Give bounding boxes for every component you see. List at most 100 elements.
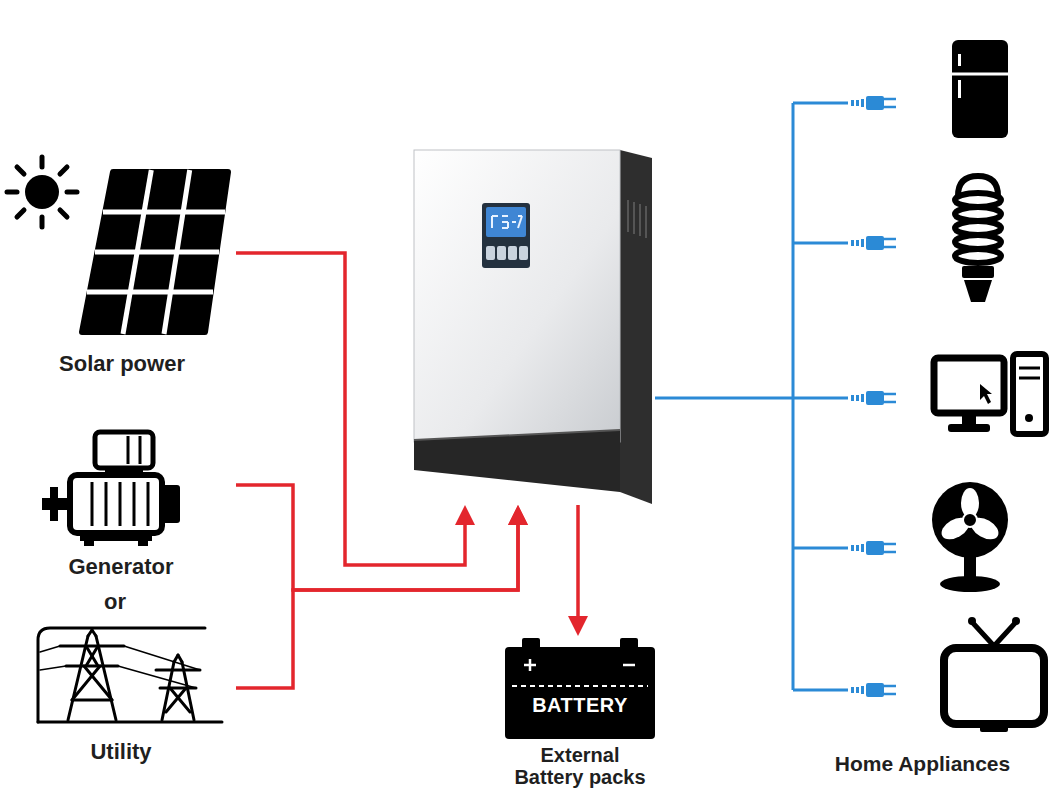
battery-icon bbox=[505, 638, 655, 739]
inverter-unit-drawing bbox=[620, 150, 652, 504]
fan-icon bbox=[940, 576, 1000, 592]
sun-icon bbox=[17, 210, 24, 217]
tv-icon bbox=[944, 617, 1044, 732]
generator-icon bbox=[92, 482, 148, 526]
generator-icon bbox=[138, 538, 148, 546]
tv-icon bbox=[972, 622, 994, 646]
inverter-unit-drawing bbox=[633, 202, 635, 234]
inverter-unit-drawing bbox=[491, 216, 493, 228]
bulb-icon bbox=[955, 249, 1001, 263]
appliance-wiring bbox=[884, 693, 896, 696]
fan-icon bbox=[932, 482, 1008, 592]
appliance-wiring bbox=[851, 545, 854, 551]
appliance-wiring bbox=[861, 394, 864, 402]
computer-icon bbox=[1019, 367, 1040, 370]
fan-icon bbox=[932, 482, 1008, 558]
appliance-group: Home Appliances bbox=[793, 30, 1052, 788]
battery-icon bbox=[512, 685, 648, 687]
appliance-wiring bbox=[856, 100, 859, 106]
utility-pylon-icon bbox=[118, 666, 196, 688]
node-label: Utility bbox=[6, 740, 236, 764]
utility-pylon-icon bbox=[60, 630, 200, 720]
appliance-wiring bbox=[884, 246, 896, 249]
bulb-icon bbox=[955, 176, 1001, 302]
solar-panel-icon bbox=[82, 172, 228, 332]
generator-icon bbox=[95, 432, 153, 468]
appliance-wiring bbox=[856, 240, 859, 246]
fridge-icon bbox=[958, 80, 961, 98]
battery-pack: BATTERYExternal Battery packs bbox=[490, 636, 670, 794]
utility-pylon-icon bbox=[40, 646, 200, 688]
battery-icon bbox=[623, 664, 635, 667]
fridge-icon bbox=[952, 40, 1008, 138]
utility-pylon-icon bbox=[124, 646, 200, 670]
computer-icon bbox=[934, 354, 1046, 434]
generator-icon bbox=[105, 482, 108, 526]
tv-icon bbox=[944, 648, 1044, 724]
appliance-wiring bbox=[861, 239, 864, 247]
generator-icon bbox=[133, 482, 136, 526]
node-label: Generator bbox=[6, 555, 236, 579]
appliance-wiring bbox=[884, 543, 896, 546]
sun-icon bbox=[7, 157, 77, 227]
inverter-unit-drawing bbox=[414, 150, 620, 442]
appliance-wiring bbox=[851, 687, 854, 693]
appliance-wiring bbox=[851, 395, 854, 401]
battery-icon bbox=[505, 647, 655, 739]
utility-source: Utility bbox=[6, 618, 236, 770]
appliance-wiring bbox=[866, 96, 884, 110]
tv-icon bbox=[980, 726, 1008, 732]
appliance-wiring bbox=[856, 687, 859, 693]
utility-pylon-icon bbox=[72, 699, 112, 702]
generator-icon bbox=[127, 436, 130, 464]
utility-pylon-icon bbox=[68, 636, 88, 720]
inverter-unit-drawing bbox=[502, 227, 508, 229]
sun-icon bbox=[67, 190, 77, 195]
appliance-wiring bbox=[884, 238, 896, 241]
sun-icon bbox=[7, 157, 77, 227]
inverter-unit-drawing bbox=[628, 200, 646, 238]
battery-icon bbox=[524, 659, 635, 671]
appliance-wiring bbox=[793, 96, 896, 697]
solar-panel-icon bbox=[82, 170, 228, 334]
utility-pylon-icon bbox=[86, 646, 98, 666]
generator-icon bbox=[119, 482, 122, 526]
tv-icon bbox=[1012, 617, 1020, 625]
utility-pylon-icon bbox=[60, 645, 124, 648]
bulb-icon bbox=[962, 266, 994, 278]
power-connector bbox=[576, 505, 580, 628]
power-connector bbox=[655, 397, 793, 400]
utility-pylon-icon bbox=[72, 666, 100, 700]
conjunction-label: or bbox=[88, 590, 142, 614]
utility-pylon-icon bbox=[156, 669, 200, 672]
appliance-wiring bbox=[793, 547, 848, 550]
computer-icon bbox=[1025, 414, 1033, 422]
inverter-unit-drawing bbox=[486, 246, 495, 260]
appliance-wiring bbox=[856, 395, 859, 401]
computer-icon bbox=[980, 384, 992, 404]
sun-icon bbox=[40, 217, 45, 227]
appliance-wiring bbox=[884, 99, 896, 694]
appliance-wiring bbox=[866, 391, 884, 405]
inverter-unit-drawing bbox=[627, 200, 629, 232]
utility-pylon-icon bbox=[40, 666, 66, 670]
inverter-unit-drawing bbox=[482, 203, 530, 268]
appliance-wiring bbox=[884, 401, 896, 404]
appliance-wiring bbox=[866, 541, 884, 555]
power-connector bbox=[236, 513, 518, 688]
appliance-wiring bbox=[793, 103, 848, 690]
appliance-wiring bbox=[793, 397, 848, 400]
solar-source: Solar power bbox=[8, 150, 236, 382]
inverter-unit-drawing bbox=[512, 221, 516, 223]
utility-pylon-icon bbox=[92, 630, 96, 636]
bulb-icon bbox=[964, 280, 992, 302]
utility-pylon-icon bbox=[38, 628, 205, 722]
inverter-unit-drawing bbox=[492, 216, 522, 228]
fridge-icon bbox=[958, 54, 961, 66]
utility-pylon-icon bbox=[66, 665, 118, 668]
node-label: BATTERY bbox=[490, 694, 670, 716]
fan-icon bbox=[964, 557, 976, 579]
